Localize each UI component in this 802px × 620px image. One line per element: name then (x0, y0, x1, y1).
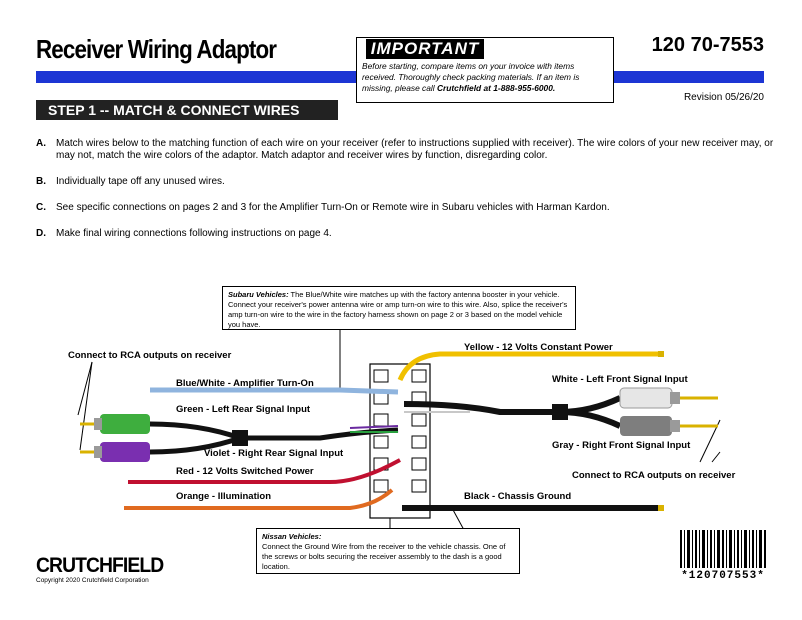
wire-orange (124, 488, 394, 510)
important-box (356, 37, 614, 103)
rca-plug-white (619, 387, 718, 409)
part-number: 120 70-7553 (651, 34, 764, 56)
rca-plug-green (80, 414, 150, 434)
instruction-item: A.Match wires below to the matching func… (36, 138, 774, 161)
wire-blue-white (150, 387, 399, 395)
label-black: Black - Chassis Ground (464, 491, 572, 502)
step-heading: STEP 1 -- MATCH & CONNECT WIRES (36, 100, 338, 120)
label-blue-white: Blue/White - Amplifier Turn-On (176, 378, 314, 389)
important-phone: Crutchfield at 1-888-955-6000. (436, 83, 556, 93)
wire-red (128, 458, 401, 484)
barcode-bars (680, 530, 766, 568)
label-gray: Gray - Right Front Signal Input (552, 440, 691, 451)
subaru-note: Subaru Vehicles: The Blue/White wire mat… (222, 286, 576, 330)
revision-date: Revision 05/26/20 (683, 92, 764, 103)
label-red: Red - 12 Volts Switched Power (176, 466, 314, 477)
rca-plug-violet (80, 442, 150, 462)
rca-label-right: Connect to RCA outputs on receiver (572, 470, 736, 481)
important-heading: IMPORTANT (366, 39, 484, 59)
label-green: Green - Left Rear Signal Input (176, 404, 311, 415)
important-text: Before starting, compare items on your i… (362, 61, 580, 93)
instruction-item: D.Make final wiring connections followin… (36, 228, 332, 239)
barcode-text: *120707553* (681, 570, 765, 582)
copyright: Copyright 2020 Crutchfield Corporation (36, 577, 149, 584)
label-orange: Orange - Illumination (176, 491, 272, 502)
label-violet: Violet - Right Rear Signal Input (204, 448, 344, 459)
wire-yellow (397, 351, 660, 382)
instruction-list: A.Match wires below to the matching func… (36, 138, 776, 254)
page-title: Receiver Wiring Adaptor (36, 34, 277, 64)
harness-connector (369, 363, 431, 519)
instruction-item: C.See specific connections on pages 2 an… (36, 202, 610, 213)
rca-label-left: Connect to RCA outputs on receiver (68, 350, 232, 361)
nissan-note: Nissan Vehicles:Connect the Ground Wire … (256, 528, 520, 574)
label-yellow: Yellow - 12 Volts Constant Power (464, 342, 613, 353)
rca-plug-gray (620, 416, 718, 436)
crutchfield-logo: CRUTCHFIELD (36, 554, 164, 577)
label-white: White - Left Front Signal Input (552, 374, 688, 385)
header-bar-right (612, 71, 764, 83)
instruction-item: B.Individually tape off any unused wires… (36, 176, 225, 187)
header-bar-left (36, 71, 356, 83)
